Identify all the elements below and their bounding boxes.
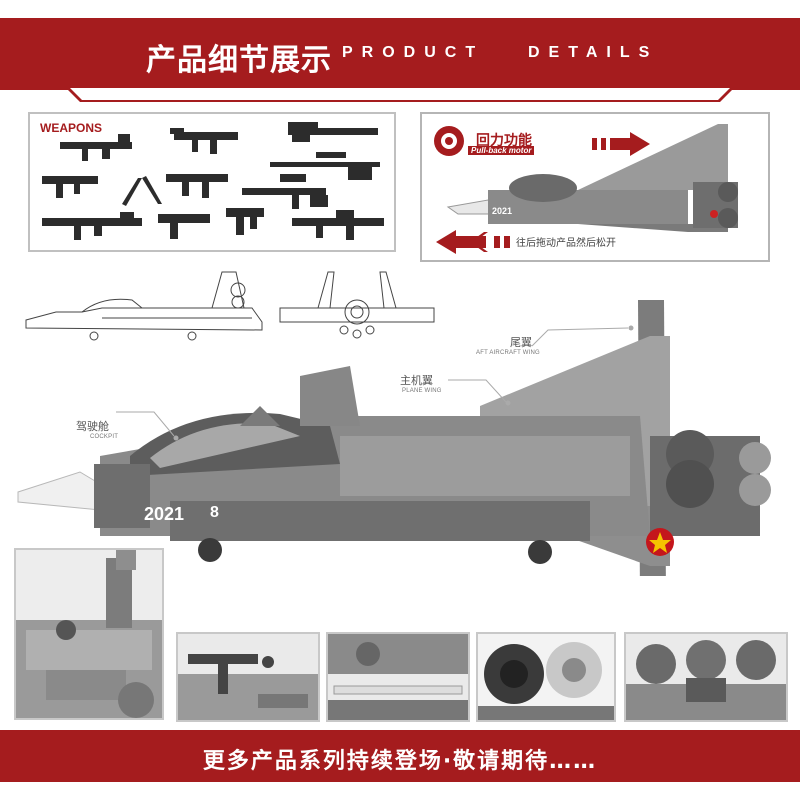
sniper-icon — [270, 152, 380, 180]
pistol-icon — [158, 214, 210, 239]
pullback-panel: 回力功能 Pull-back motor 2021 往后拖动产品然后松开 — [420, 112, 770, 262]
detail-photo-exhaust — [624, 632, 788, 722]
rifle-icon-4 — [292, 210, 384, 240]
header-notch — [0, 88, 800, 102]
weapons-title: WEAPONS — [40, 121, 103, 135]
detail-photo-engines — [476, 632, 616, 722]
pullback-badge: 回力功能 Pull-back motor — [432, 124, 550, 158]
smg-icon-4 — [226, 208, 264, 235]
wing-leader-line — [448, 379, 511, 406]
tail-label-cn: 尾翼 — [510, 336, 532, 349]
backward-arrow-icon — [436, 230, 510, 254]
rifle-icon-1 — [60, 134, 132, 161]
wing-label-en: PLANE WING — [402, 388, 442, 394]
missile-closeup-illustration — [328, 634, 468, 720]
gun-closeup-illustration — [178, 654, 318, 720]
cockpit-closeup-illustration — [16, 550, 162, 718]
engines-closeup-illustration — [478, 642, 614, 720]
smg-icon-2 — [42, 176, 98, 198]
weapons-panel: WEAPONS — [28, 112, 396, 252]
pullback-jet-illustration — [446, 124, 738, 232]
wing-label-cn: 主机翼 — [400, 374, 433, 387]
footer-text: 更多产品系列持续登场·敬请期待…… — [202, 749, 598, 774]
cockpit-label-en: COCKPIT — [90, 434, 119, 440]
main-model-number-suffix: 8 — [210, 504, 219, 521]
side-view-line-drawing — [25, 271, 263, 341]
footer-banner: 更多产品系列持续登场·敬请期待…… — [0, 730, 800, 782]
pullback-plane-number: 2021 — [492, 206, 513, 216]
forward-arrow-icon — [592, 132, 650, 156]
detail-photo-missile — [326, 632, 470, 722]
exhaust-closeup-illustration — [626, 640, 786, 720]
cockpit-leader-line — [116, 411, 179, 441]
rifle-icon-3 — [42, 212, 142, 240]
wheel-icon — [434, 126, 464, 156]
smg-icon-3 — [166, 174, 228, 198]
main-model-number: 2021 — [144, 504, 185, 524]
front-view-line-drawing — [279, 271, 435, 339]
pullback-caption: 往后拖动产品然后松开 — [516, 238, 616, 249]
rifle-icon-2 — [242, 174, 328, 209]
header-title-en-details: DETAILS — [528, 44, 659, 61]
weapons-illustration — [42, 122, 384, 240]
header-title-en-product: PRODUCT — [342, 44, 485, 61]
pullback-title-cn: 回力功能 — [476, 133, 532, 149]
tail-leader-line — [531, 325, 634, 347]
main-jet-model — [17, 300, 771, 576]
shotgun-icon — [288, 122, 378, 142]
detail-photo-gun — [176, 632, 320, 722]
tail-label-en: AFT AIRCRAFT WING — [476, 350, 540, 356]
smg-icon-1 — [170, 128, 238, 154]
bipod-icon — [122, 176, 162, 206]
header-title-cn: 产品细节展示 — [146, 43, 332, 78]
cockpit-label-cn: 驾驶舱 — [76, 420, 109, 433]
header-banner: 产品细节展示 PRODUCT DETAILS — [0, 18, 800, 88]
detail-photo-cockpit — [14, 548, 164, 720]
pullback-title-en: Pull-back motor — [468, 146, 535, 155]
